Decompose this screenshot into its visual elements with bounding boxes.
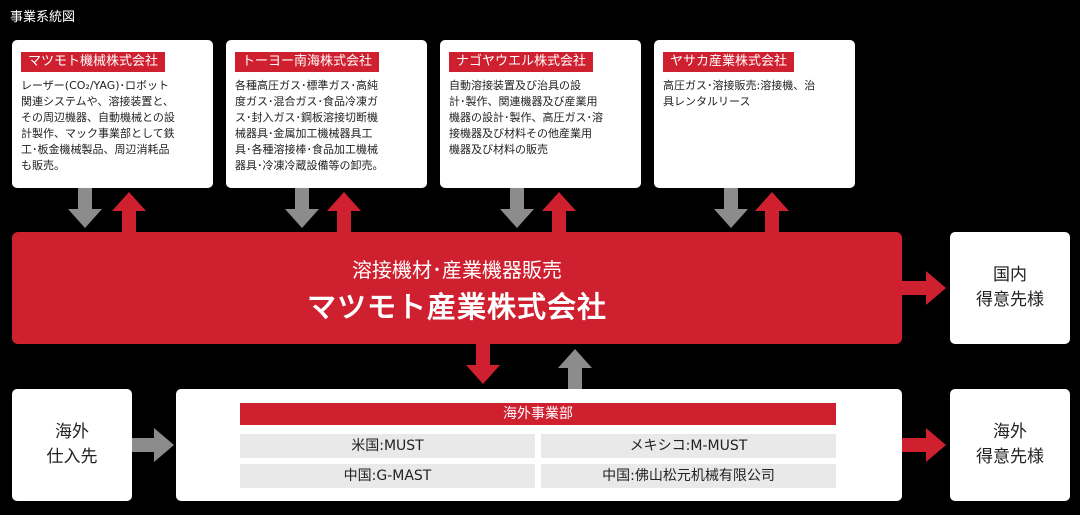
overseas-customers-box: 海外 得意先様: [950, 389, 1070, 501]
overseas-subsidiary-cell: メキシコ:M-MUST: [541, 434, 836, 458]
box-label-line: 海外: [993, 422, 1027, 442]
arrow-right-icon: [902, 271, 946, 305]
company-name: トーヨー南海株式会社: [235, 52, 380, 72]
description-line: も販売。: [21, 159, 65, 172]
arrow-up-icon: [112, 192, 146, 232]
description-line: 関連システムや、溶接装置と、: [21, 95, 174, 108]
box-label-line: 得意先様: [976, 447, 1044, 467]
description-line: 械器具･金属加工機械器具工: [235, 127, 373, 140]
description-line: 具レンタルリース: [663, 95, 751, 108]
description-line: 具･各種溶接棒･食品加工機械: [235, 143, 378, 156]
arrow-down-icon: [285, 188, 319, 228]
arrow-right-icon: [902, 428, 946, 462]
description-line: 機器及び材料の販売: [449, 143, 548, 156]
arrow-down-icon: [714, 188, 748, 228]
company-name: ヤサカ産業株式会社: [663, 52, 795, 72]
description-line: 自動溶接装置及び治具の設: [449, 79, 581, 92]
description-line: その周辺機器、自動機械との設: [21, 111, 175, 124]
description-line: 各種高圧ガス･標準ガス･高純: [235, 79, 378, 92]
description-line: ス･封入ガス･鋼板溶接切断機: [235, 111, 378, 124]
arrow-up-icon: [542, 192, 576, 232]
company-name: ナゴヤウエル株式会社: [449, 52, 594, 72]
arrow-up-icon: [558, 349, 592, 389]
box-label-line: 海外: [55, 422, 89, 442]
arrow-down-icon: [500, 188, 534, 228]
overseas-subsidiary-cell: 中国:佛山松元机械有限公司: [541, 464, 836, 488]
company-card-matsumoto-kikai: マツモト機械株式会社 レーザー(CO₂/YAG)･ロボット 関連システムや、溶接…: [12, 40, 213, 188]
arrow-right-icon: [132, 428, 174, 462]
description-line: 工･板金機械製品、周辺消耗品: [21, 143, 170, 156]
page-title: 事業系統図: [10, 10, 76, 25]
company-name: マツモト機械株式会社: [21, 52, 166, 72]
description-line: 計･製作、関連機器及び産業用: [449, 95, 598, 108]
description-line: 度ガス･混合ガス･食品冷凍ガ: [235, 95, 378, 108]
company-description: 各種高圧ガス･標準ガス･高純 度ガス･混合ガス･食品冷凍ガ ス･封入ガス･鋼板溶…: [235, 78, 421, 174]
main-company-business: 溶接機材･産業機器販売: [352, 258, 562, 282]
description-line: 高圧ガス･溶接販売:溶接機、治: [663, 79, 816, 92]
company-description: 自動溶接装置及び治具の設 計･製作、関連機器及び産業用 機器の設計･製作、高圧ガ…: [449, 78, 635, 158]
description-line: 器具･冷凍冷蔵設備等の卸売。: [235, 159, 384, 172]
description-line: 機器の設計･製作、高圧ガス･溶: [449, 111, 603, 124]
main-company-name: マツモト産業株式会社: [306, 290, 607, 324]
main-company-box: 溶接機材･産業機器販売 マツモト産業株式会社: [12, 232, 902, 344]
box-label-line: 仕入先: [46, 447, 98, 467]
domestic-customers-box: 国内 得意先様: [950, 232, 1070, 344]
company-card-toyo-nankai: トーヨー南海株式会社 各種高圧ガス･標準ガス･高純 度ガス･混合ガス･食品冷凍ガ…: [226, 40, 427, 188]
arrow-up-icon: [755, 192, 789, 232]
description-line: 計製作、マック事業部として鉄: [21, 127, 175, 140]
arrow-down-icon: [466, 344, 500, 384]
overseas-subsidiary-cell: 米国:MUST: [240, 434, 535, 458]
overseas-subsidiary-cell: 中国:G-MAST: [240, 464, 535, 488]
box-label-line: 得意先様: [976, 290, 1044, 310]
arrow-down-icon: [68, 188, 102, 228]
box-label-line: 国内: [993, 265, 1027, 285]
company-description: 高圧ガス･溶接販売:溶接機、治 具レンタルリース: [663, 78, 849, 110]
overseas-division-title: 海外事業部: [240, 403, 836, 425]
company-card-yasaka-sangyo: ヤサカ産業株式会社 高圧ガス･溶接販売:溶接機、治 具レンタルリース: [654, 40, 855, 188]
description-line: 接機器及び材料その他産業用: [449, 127, 592, 140]
arrow-up-icon: [327, 192, 361, 232]
overseas-suppliers-box: 海外 仕入先: [12, 389, 132, 501]
company-card-nagoya-well: ナゴヤウエル株式会社 自動溶接装置及び治具の設 計･製作、関連機器及び産業用 機…: [440, 40, 641, 188]
company-description: レーザー(CO₂/YAG)･ロボット 関連システムや、溶接装置と、 その周辺機器…: [21, 78, 207, 174]
description-line: レーザー(CO₂/YAG)･ロボット: [21, 79, 170, 92]
